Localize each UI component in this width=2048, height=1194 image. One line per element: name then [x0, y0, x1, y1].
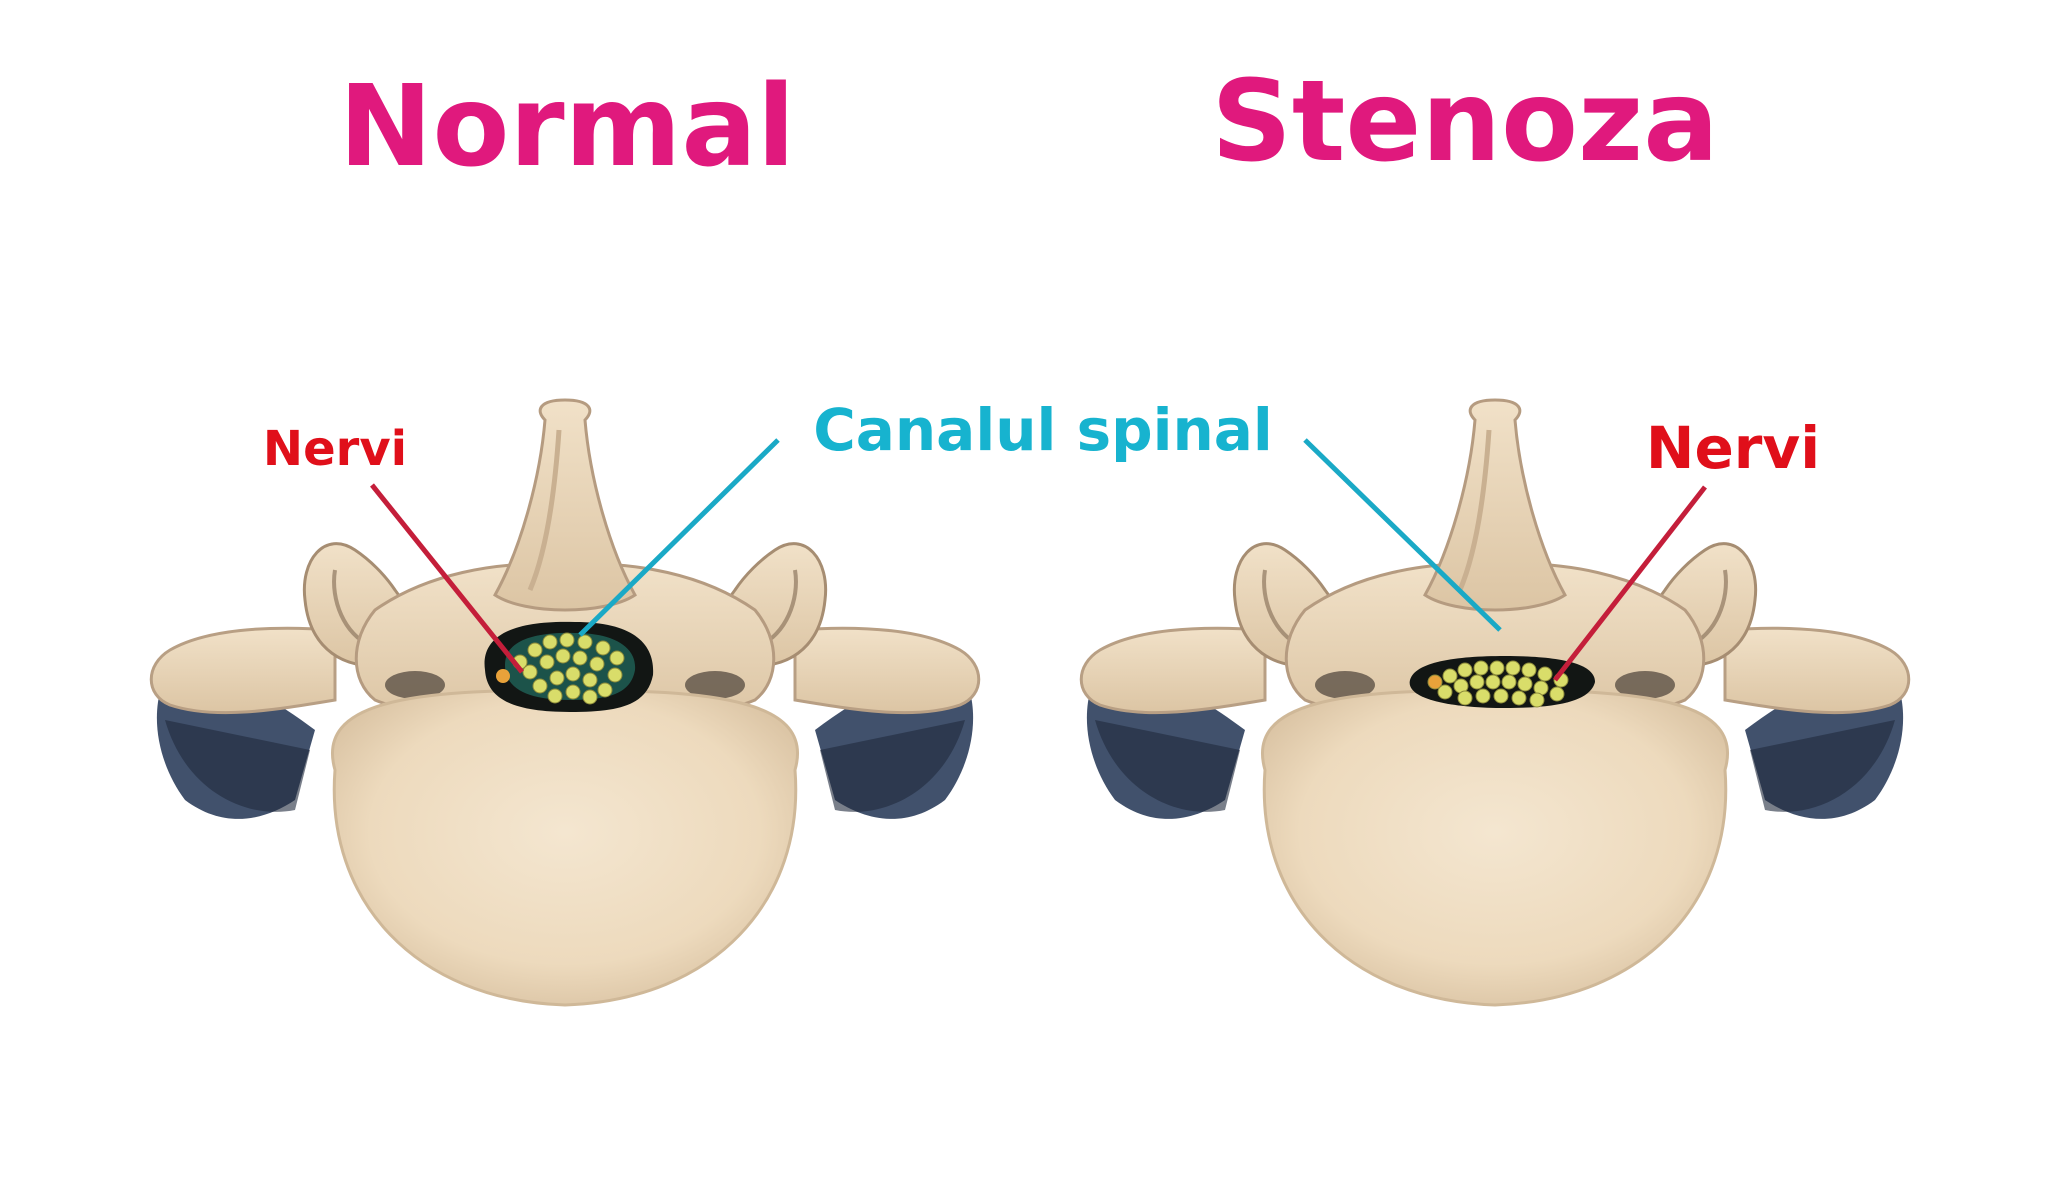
spinal-canal-stenosis — [1409, 656, 1595, 708]
nerve-bundle-normal — [512, 632, 625, 705]
leader-line-canal-right — [1303, 438, 1502, 632]
spinal-canal-normal — [484, 621, 654, 712]
leader-line-nerves-right — [1553, 485, 1707, 682]
label-nerves-left: Nervi — [263, 421, 407, 477]
nerve-bundle-stenosis — [1427, 660, 1569, 708]
leader-line-nerves-left — [370, 483, 524, 674]
vertebra-stenosis — [1081, 400, 1909, 1005]
leader-line-canal-left — [578, 438, 780, 637]
title-normal: Normal — [339, 62, 796, 192]
title-stenosis: Stenoza — [1211, 57, 1719, 187]
nerve-dot-highlight-left — [496, 669, 510, 683]
label-spinal-canal: Canalul spinal — [813, 396, 1273, 464]
label-nerves-right: Nervi — [1646, 414, 1820, 482]
vertebra-normal — [151, 400, 979, 1005]
